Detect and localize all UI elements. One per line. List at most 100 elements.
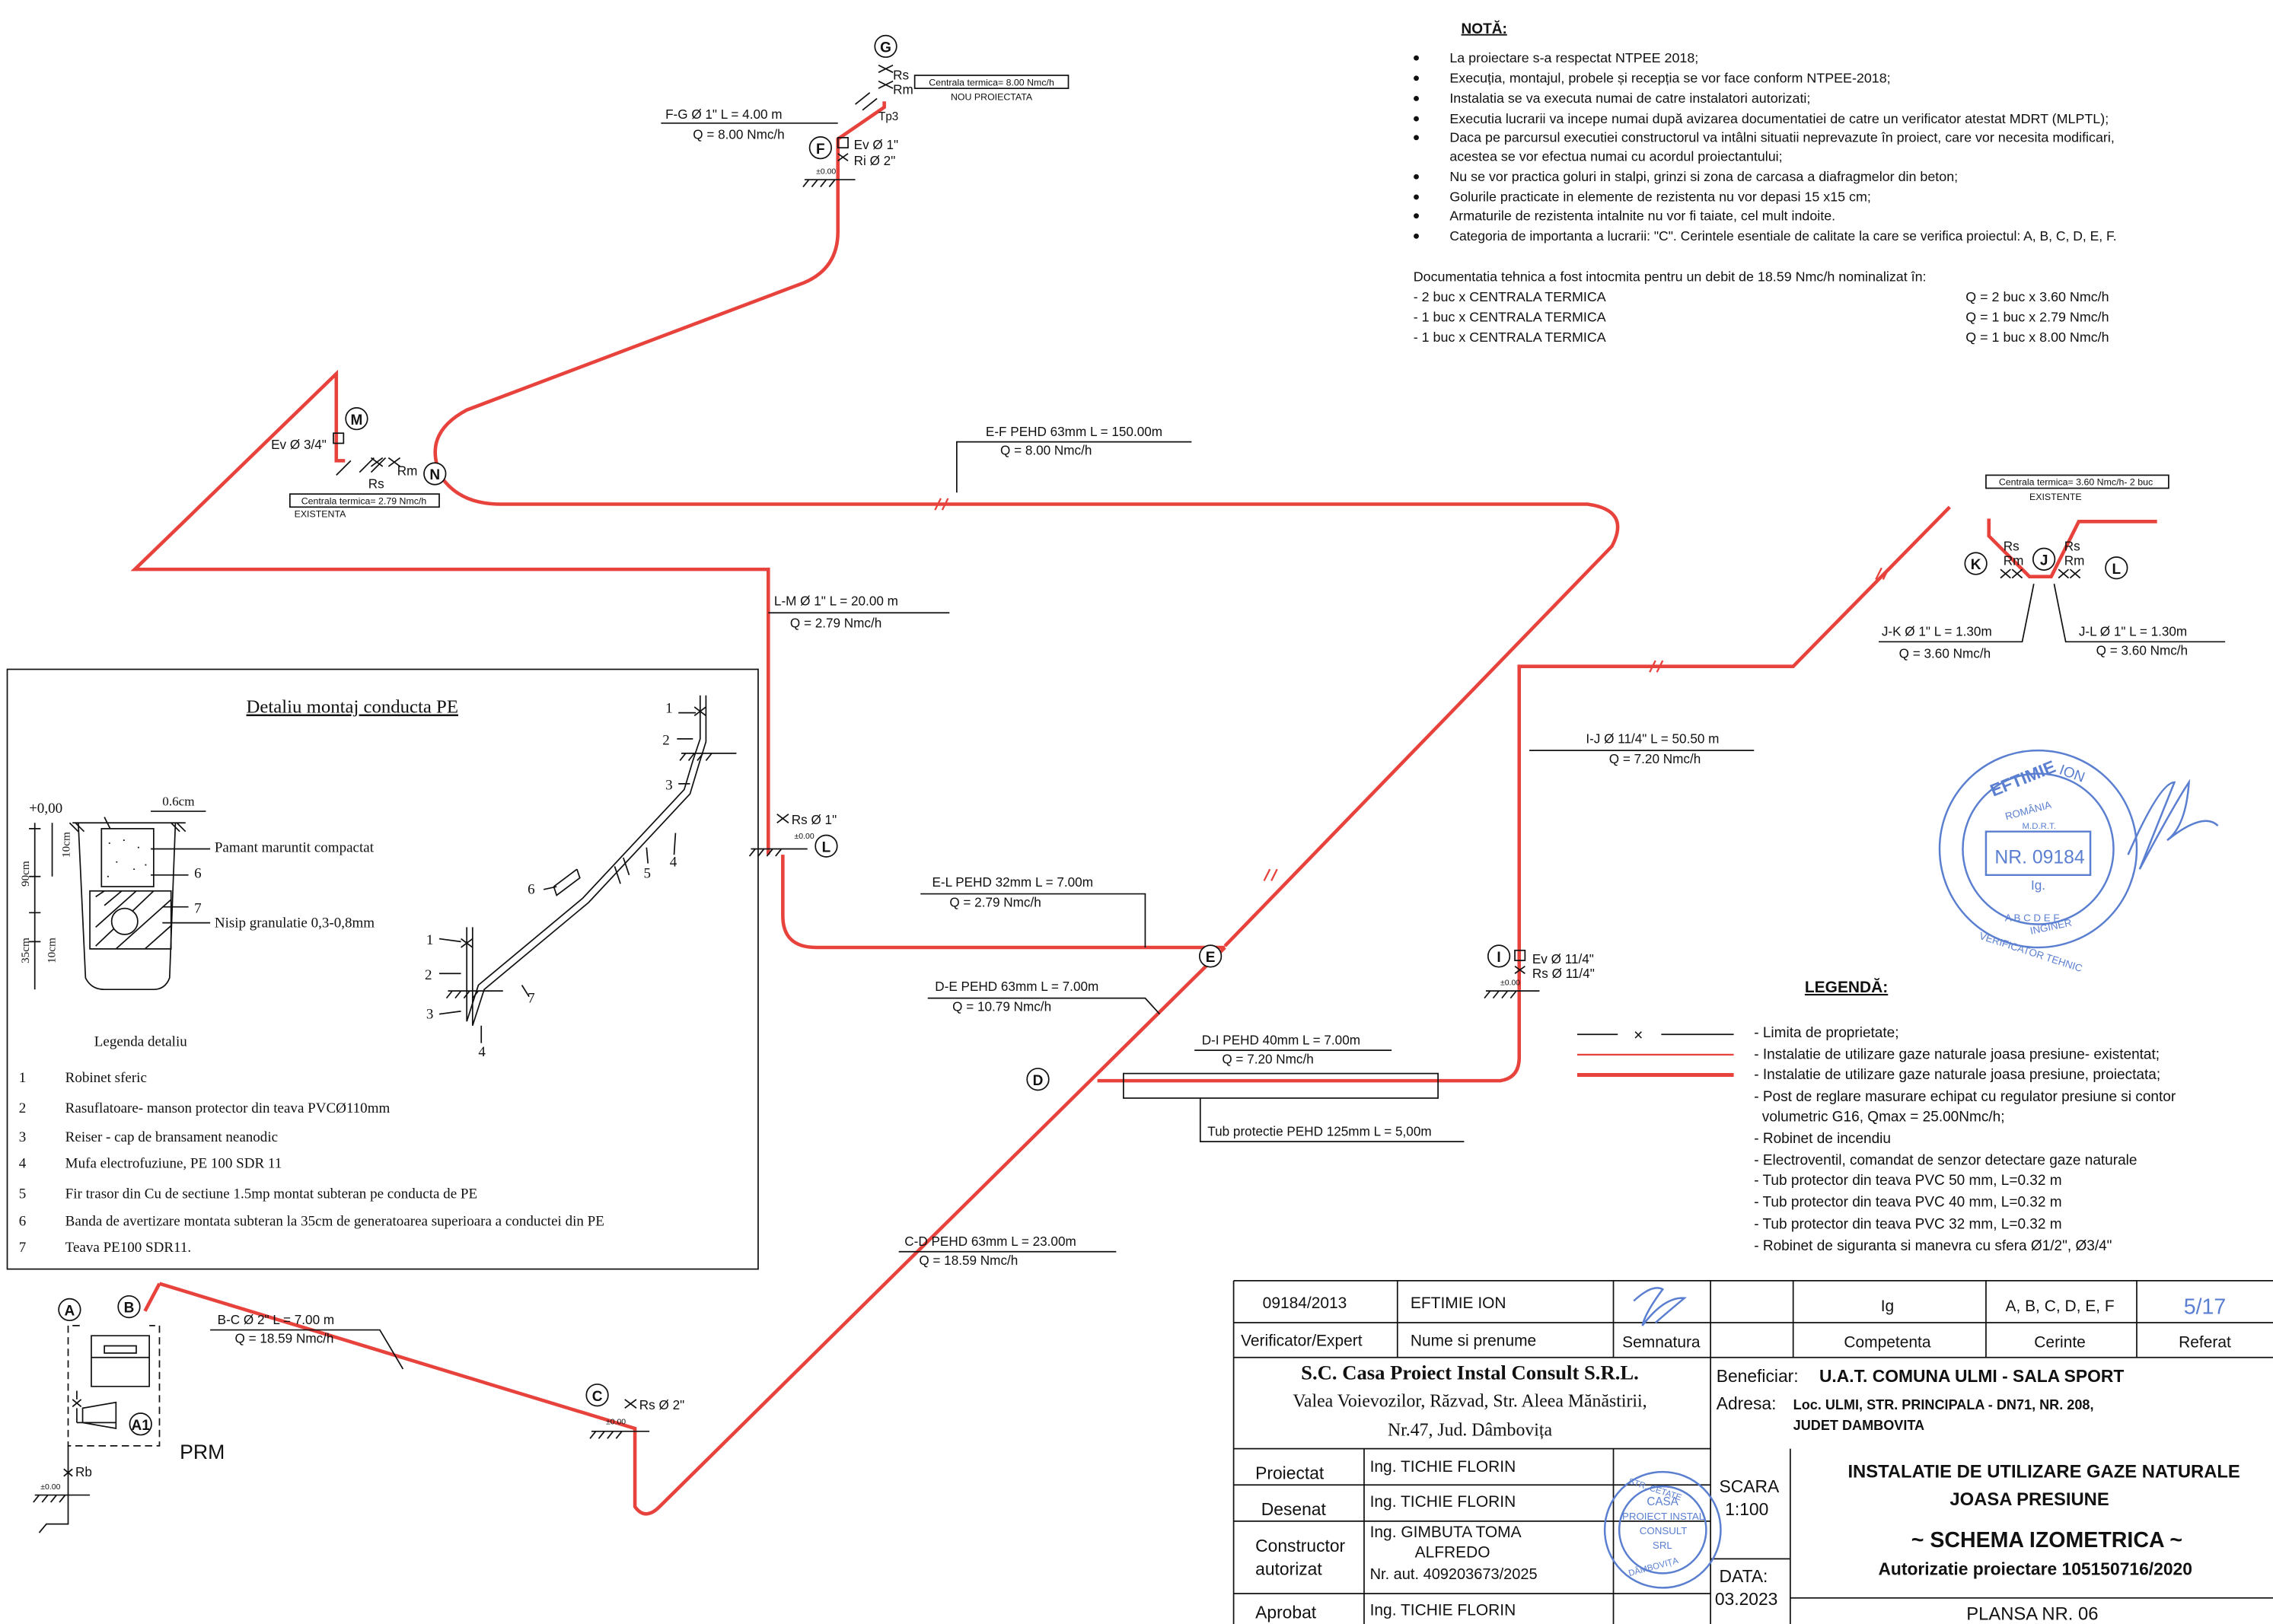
seg-ef-label: E-F PEHD 63mm L = 150.00m	[986, 424, 1162, 439]
seg-di-q: Q = 7.20 Nmc/h	[1222, 1051, 1313, 1066]
node-c-group: C Rs Ø 2" ±0.00	[585, 1384, 684, 1439]
pipe-bc	[143, 1282, 161, 1312]
fitting-g-rs: Rs	[893, 68, 909, 83]
stamp-nr: NR. 09184	[1994, 848, 2085, 868]
nota-item: Nu se vor practica goluri in stalpi, gri…	[1449, 169, 1958, 184]
tb-plansa: PLANSA NR. 06	[1966, 1603, 2098, 1624]
detail-num-3: 3	[665, 777, 673, 793]
seg-cd-q: Q = 18.59 Nmc/h	[919, 1253, 1018, 1268]
debit-row-label: - 1 buc x CENTRALA TERMICA	[1414, 310, 1606, 325]
tb-h-verif: Verificator/Expert	[1241, 1333, 1363, 1350]
detail-legend-num: 4	[19, 1155, 27, 1171]
debit-row-q: Q = 1 buc x 8.00 Nmc/h	[1965, 330, 2109, 345]
tb-title4: Autorizatie proiectare 105150716/2020	[1878, 1559, 2192, 1578]
detail-legend-text: Banda de avertizare montata subteran la …	[65, 1213, 604, 1229]
tb-company: S.C. Casa Proiect Instal Consult S.R.L.	[1301, 1361, 1639, 1384]
tb-adr-val2: JUDET DAMBOVITA	[1793, 1418, 1924, 1433]
nota-item: Daca pe parcursul executiei constructoru…	[1449, 130, 2114, 145]
seg-jk-label: J-K Ø 1" L = 1.30m	[1882, 624, 1992, 639]
nota-item: La proiectare s-a respectat NTPEE 2018;	[1449, 50, 1698, 65]
stamp-ministry: M.D.R.T.	[2023, 822, 2056, 831]
detail-legend-text: Teava PE100 SDR11.	[65, 1240, 191, 1256]
detail-level: +0,00	[29, 801, 62, 817]
detail-dim-3: 35cm	[19, 938, 32, 963]
protection-tube	[1123, 1072, 1439, 1099]
detail-num-5: 5	[644, 866, 652, 882]
detail-pamant: Pamant maruntit compactat	[215, 839, 375, 855]
fitting-g-rm: Rm	[893, 82, 913, 97]
seg-el-label: E-L PEHD 32mm L = 7.00m	[932, 874, 1092, 890]
firm-stamp-consult: CONSULT	[1640, 1525, 1688, 1536]
tb-ben-val: U.A.T. COMUNA ULMI - SALA SPORT	[1819, 1366, 2124, 1386]
fitting-l-rs: Rs Ø 1"	[792, 812, 837, 827]
detail-legend-text: Rasuflatoare- manson protector din teava…	[65, 1100, 391, 1116]
tb-h-semn: Semnatura	[1622, 1333, 1701, 1351]
node-l2: L	[822, 839, 831, 855]
tb-nr: 09184/2013	[1263, 1294, 1347, 1312]
seg-fg-q: Q = 8.00 Nmc/h	[693, 127, 784, 142]
detail-legend-text: Mufa electrofuziune, PE 100 SDR 11	[65, 1155, 282, 1171]
legend-item: volumetric G16, Qmax = 25.00Nmc/h;	[1754, 1109, 2004, 1125]
tb-adr-label: Adresa:	[1717, 1393, 1777, 1413]
node-k: K	[1971, 557, 1981, 573]
firm-stamp-bottom: DÂMBOVIȚA	[1627, 1556, 1680, 1578]
tb-v-aprobat: Ing. TICHIE FLORIN	[1370, 1602, 1516, 1619]
pipe-ij	[1517, 505, 1951, 990]
debit-row-q: Q = 1 buc x 2.79 Nmc/h	[1965, 310, 2109, 325]
detail-num-4: 4	[670, 854, 677, 870]
pipe-cd	[158, 946, 1226, 1516]
legend-item: - Electroventil, comandat de senzor dete…	[1754, 1153, 2137, 1169]
pipe-ef	[433, 217, 1620, 947]
node-n: N	[429, 467, 440, 483]
seg-bc-label: B-C Ø 2" L = 7.00 m	[218, 1312, 334, 1327]
node-l: L	[2112, 562, 2122, 578]
nota-item: Armaturile de rezistenta intalnite nu vo…	[1449, 208, 1835, 223]
tb-scara-l: SCARA	[1720, 1476, 1780, 1496]
node-c: C	[592, 1389, 603, 1405]
verifier-signature	[2127, 779, 2219, 870]
seg-jl-label: J-L Ø 1" L = 1.30m	[2079, 624, 2187, 639]
detail-nisip: Nisip granulatie 0,3-0,8mm	[215, 915, 375, 931]
tb-cerinte: A, B, C, D, E, F	[2005, 1298, 2114, 1315]
tb-r-proiectat: Proiectat	[1255, 1463, 1325, 1483]
tb-h-cer: Cerinte	[2034, 1333, 2086, 1351]
tb-signature	[1633, 1287, 1687, 1326]
detail-legend-title: Legenda detaliu	[94, 1033, 187, 1049]
node-i-group: I Ev Ø 11/4" Rs Ø 11/4" ±0.00	[1484, 944, 1595, 999]
seg-lm-label: L-M Ø 1" L = 20.00 m	[774, 594, 898, 609]
detail-num-2b: 2	[425, 967, 432, 983]
legend-item: - Instalatie de utilizare gaze naturale …	[1754, 1047, 2160, 1063]
pipe-jl	[2038, 520, 2157, 578]
nota-item: Golurile practicate in elemente de rezis…	[1449, 189, 1871, 205]
tb-v-constr3: Nr. aut. 409203673/2025	[1370, 1566, 1538, 1583]
detail-n7: 7	[194, 900, 202, 916]
boiler-box-m-sub: EXISTENTA	[295, 509, 347, 520]
seg-jk-q: Q = 3.60 Nmc/h	[1899, 645, 1991, 661]
boiler-box-m: Centrala termica= 2.79 Nmc/h	[301, 495, 427, 506]
detail-num-6: 6	[528, 882, 535, 898]
node-l-riser-group: Rs Ø 1" ±0.00 L	[748, 812, 838, 858]
break-marks	[934, 498, 1890, 881]
nota-title: NOTĂ:	[1462, 21, 1507, 37]
tb-h-nume: Nume si prenume	[1411, 1333, 1536, 1350]
fitting-k-rs: Rs	[2004, 538, 2020, 553]
firm-stamp-proiect: PROIECT INSTAL	[1622, 1511, 1704, 1522]
node-a: A	[65, 1304, 75, 1320]
node-j: J	[2040, 552, 2048, 568]
tb-v-proiectat: Ing. TICHIE FLORIN	[1370, 1458, 1516, 1476]
pipe-el	[781, 855, 1226, 950]
level-i: ±0.00	[1500, 979, 1520, 987]
tb-referat: 5/17	[2184, 1295, 2227, 1320]
detail-dim-0: 0.6cm	[162, 794, 195, 808]
detail-legend-num: 1	[19, 1070, 27, 1086]
nota-item: Execuția, montajul, probele și recepția …	[1449, 71, 1890, 86]
legend-section: LEGENDĂ: × - Limita de proprietate; - In…	[1576, 979, 2176, 1254]
detail-title: Detaliu montaj conducta PE	[247, 697, 458, 718]
seg-jl-q: Q = 3.60 Nmc/h	[2096, 642, 2188, 658]
seg-tub: Tub protectie PEHD 125mm L = 5,00m	[1207, 1123, 1431, 1138]
detail-num-2: 2	[662, 732, 670, 748]
legend-item: - Tub protector din teava PVC 40 mm, L=0…	[1754, 1195, 2061, 1211]
seg-ef-q: Q = 8.00 Nmc/h	[1000, 443, 1092, 458]
level-f: ±0.00	[816, 167, 836, 176]
